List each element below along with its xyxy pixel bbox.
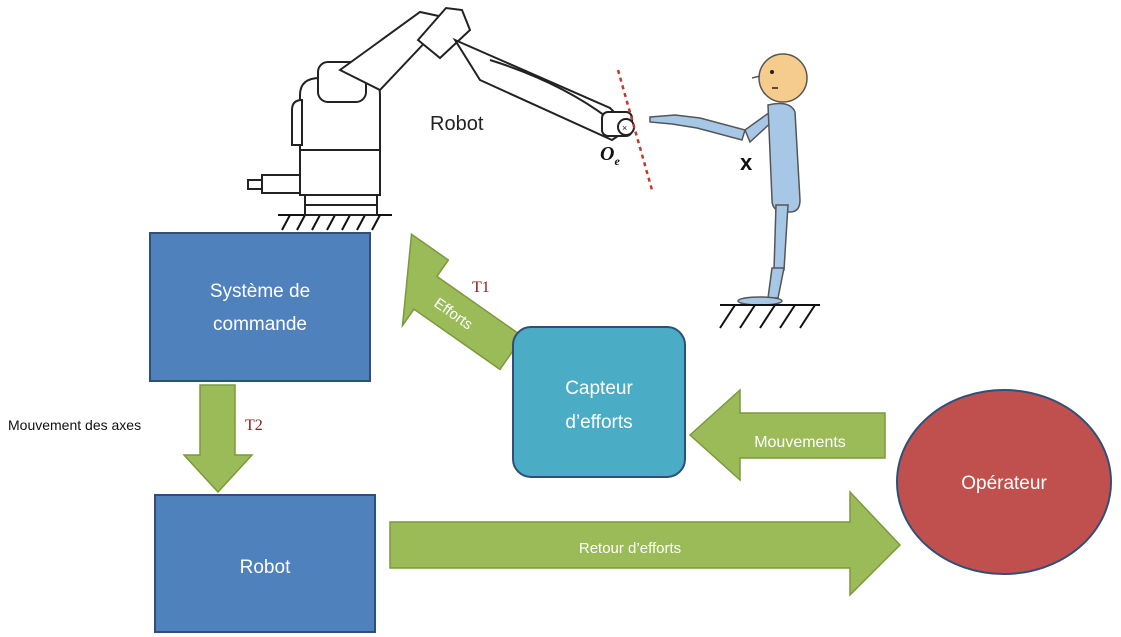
operator-ground-hatch <box>719 304 820 329</box>
end-effector-symbol: Oe <box>600 143 620 168</box>
force-sensor-block: Capteur d’efforts <box>512 326 686 478</box>
axes-motion-arrow <box>182 384 254 494</box>
movements-arrow-label: Mouvements <box>754 434 846 451</box>
operator-block-label: Opérateur <box>961 473 1047 494</box>
control-system-block: Système de commande <box>149 232 371 382</box>
operator-figure <box>649 102 801 306</box>
operator-position-symbol: x <box>740 150 753 175</box>
axes-motion-label: Mouvement des axes <box>8 417 141 433</box>
operator-head <box>751 53 808 103</box>
control-system-label-line1: Système de <box>210 281 310 302</box>
robot-ground-hatch <box>278 214 392 231</box>
efforts-arrow: Efforts <box>401 232 524 371</box>
force-sensor-label-line2: d’efforts <box>565 412 632 433</box>
end-effector-subscript: e <box>614 154 620 168</box>
robot-arm-illustration: × <box>247 6 635 231</box>
operator-block: Opérateur <box>896 389 1112 575</box>
force-feedback-arrow: Retour d’efforts <box>389 490 902 597</box>
force-feedback-arrow-label: Retour d’efforts <box>579 540 681 557</box>
robot-block: Robot <box>154 494 376 633</box>
svg-text:×: × <box>622 123 627 133</box>
robot-block-label: Robot <box>240 557 291 578</box>
movements-arrow: Mouvements <box>688 388 886 482</box>
robot-illustration-label: Robot <box>430 113 484 135</box>
t2-label: T2 <box>245 417 263 434</box>
force-sensor-label-line1: Capteur <box>565 378 633 399</box>
end-effector-o: O <box>600 143 614 165</box>
control-system-label-line2: commande <box>213 314 307 335</box>
t1-label: T1 <box>472 279 490 296</box>
